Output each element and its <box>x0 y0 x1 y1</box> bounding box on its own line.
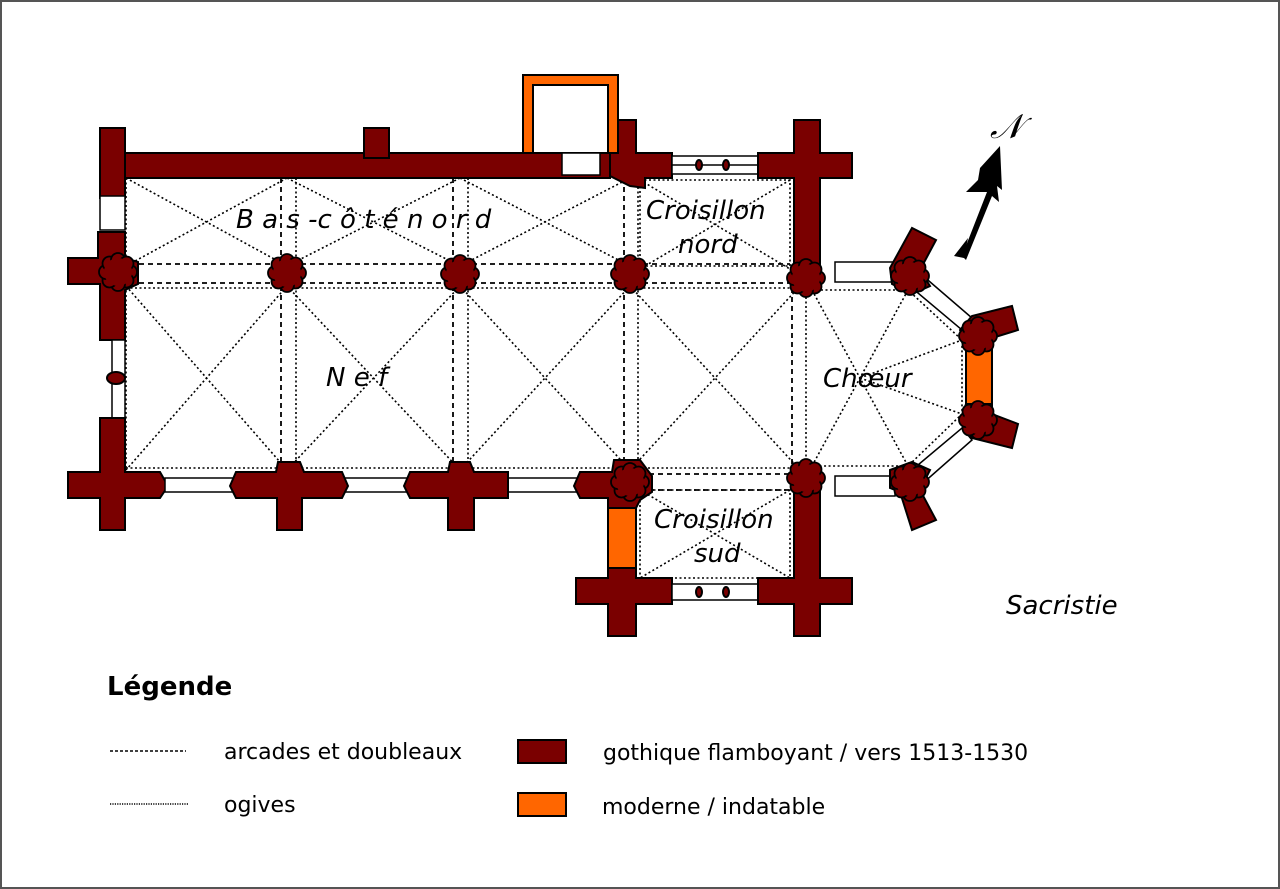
pillar <box>610 254 650 294</box>
legend-line-label: ogives <box>224 793 296 818</box>
legend-swatch-gothique <box>517 739 567 764</box>
pillar <box>958 400 998 440</box>
north-label: 𝒩 <box>990 107 1033 147</box>
pillar <box>440 254 480 294</box>
legend: Légende arcades et doubleaux ogives goth… <box>107 672 1028 820</box>
pillar <box>786 458 826 498</box>
arrow-tail <box>954 238 968 258</box>
label-croisillon-sud-2: sud <box>694 539 741 569</box>
ogive-line <box>286 177 461 267</box>
ogive-line <box>634 179 791 273</box>
cross-pier <box>757 469 853 637</box>
window <box>339 477 413 493</box>
north-arrow-icon: 𝒩 <box>954 107 1033 260</box>
ogive-line <box>459 285 631 471</box>
pillar <box>890 462 930 502</box>
mullion <box>695 586 703 598</box>
ogive-line <box>639 489 791 579</box>
window <box>561 152 601 176</box>
mullion <box>695 159 703 171</box>
ogive-line <box>812 289 963 467</box>
north-wall <box>99 152 611 179</box>
cross-pier <box>402 461 509 531</box>
window <box>834 261 896 283</box>
pillar <box>267 253 307 293</box>
pillar <box>958 316 998 356</box>
label-choeur: Chœur <box>823 364 914 394</box>
cross-pier <box>228 461 350 531</box>
walls-moderne <box>522 74 619 154</box>
mullion <box>722 159 730 171</box>
cross-pier <box>575 567 673 637</box>
ogive-line <box>859 377 963 415</box>
north-arrow-shape <box>962 146 1002 260</box>
mullion <box>722 586 730 598</box>
legend-swatch-label: moderne / indatable <box>602 795 825 820</box>
pillar <box>610 462 650 502</box>
ogive-line <box>859 339 963 379</box>
cross-pier <box>757 119 853 271</box>
ogive-line <box>639 489 791 579</box>
cross-pier <box>67 417 170 531</box>
pillar <box>98 252 138 292</box>
pier <box>609 119 673 190</box>
legend-title: Légende <box>107 672 232 702</box>
window <box>671 583 759 601</box>
label-croisillon-nord-1: Croisillon <box>646 196 766 226</box>
window <box>507 477 581 493</box>
window <box>164 477 238 493</box>
ogive-line <box>629 285 801 471</box>
pillar <box>890 256 930 296</box>
label-croisillon-sud-1: Croisillon <box>654 505 774 535</box>
ogive-line <box>125 177 288 267</box>
ogive-line <box>639 179 796 273</box>
mullion <box>106 371 126 385</box>
ogive-line <box>286 285 461 471</box>
window <box>834 475 896 497</box>
label-sacristie: Sacristie <box>1006 591 1118 621</box>
ogive-line <box>459 285 631 471</box>
legend-line-label: arcades et doubleaux <box>224 740 462 765</box>
ogive-line <box>125 285 288 471</box>
buttress <box>99 127 126 199</box>
legend-swatch-moderne <box>517 792 567 817</box>
ogive-line <box>286 177 461 267</box>
modern-wall <box>607 507 637 569</box>
legend-swatch-label: gothique flamboyant / vers 1513-1530 <box>603 741 1028 766</box>
ogives <box>125 177 963 579</box>
ogive-line <box>639 179 791 267</box>
window <box>99 195 126 231</box>
pillar <box>786 258 826 298</box>
label-croisillon-nord-2: nord <box>678 230 738 260</box>
ogive-line <box>629 285 801 471</box>
sacristy-wall <box>522 74 619 154</box>
label-nef: N e f <box>326 363 391 393</box>
pillars <box>98 252 998 502</box>
label-bas-cote-nord: B a s -c ô t é n o r d <box>236 205 492 235</box>
ogive-line <box>459 177 631 267</box>
buttress <box>363 127 390 159</box>
arcades <box>130 178 793 491</box>
